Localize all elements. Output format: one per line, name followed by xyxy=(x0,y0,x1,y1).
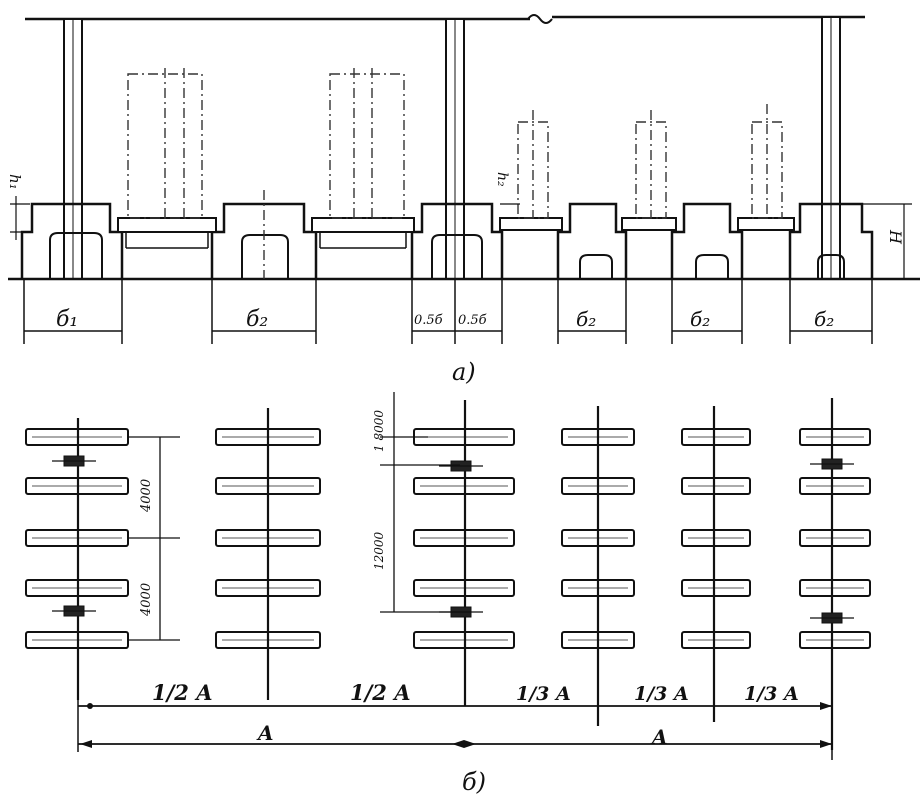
foundation-3-pit xyxy=(431,234,483,279)
foundation-6 xyxy=(788,202,874,279)
column-right xyxy=(821,16,841,280)
caption-a: а) xyxy=(452,358,476,386)
caption-b: б) xyxy=(462,768,486,796)
foundation-5 xyxy=(670,202,744,279)
slab-2 xyxy=(311,217,415,233)
plan-dims-left: 4000 4000 xyxy=(128,436,180,641)
half-width-label-right: 0.5б xyxy=(458,313,487,328)
plan-span-dims xyxy=(77,690,833,760)
width-label-5: б₂ xyxy=(814,307,834,331)
phantom-column-5 xyxy=(751,104,783,219)
foundation-4-pit xyxy=(579,254,613,279)
height-label-H: H xyxy=(886,229,905,245)
phantom-column-2 xyxy=(329,68,405,219)
spacing-label-4: 1/3 A xyxy=(634,683,689,705)
break-mark xyxy=(527,14,553,24)
slab-5 xyxy=(737,217,795,231)
foundation-2-pit xyxy=(241,234,289,279)
spacing-label-5: 1/3 A xyxy=(744,683,799,705)
width-label-2: б₂ xyxy=(246,307,268,332)
width-dims xyxy=(23,279,873,344)
dim-mid-lower: 12000 xyxy=(372,531,386,570)
dim-left-upper: 4000 xyxy=(139,479,154,513)
height-label-h2: h₂ xyxy=(494,172,510,187)
spacing-label-1: 1/2 A xyxy=(152,680,213,705)
phantom-column-3 xyxy=(517,110,549,219)
width-label-1: б₁ xyxy=(56,307,78,332)
foundation-6-pit xyxy=(817,254,845,279)
height-label-h1: h₁ xyxy=(6,174,24,190)
width-label-3: б₂ xyxy=(576,307,596,331)
slab-3 xyxy=(499,217,563,231)
phantom-column-4 xyxy=(635,110,667,219)
foundation-1-pit xyxy=(49,232,103,279)
slab-4 xyxy=(621,217,677,231)
span-label-1: A xyxy=(256,721,274,745)
foundation-4 xyxy=(556,202,628,279)
phantom-column-1 xyxy=(127,68,203,219)
slab-1 xyxy=(117,217,217,233)
span-label-2: A xyxy=(650,725,668,749)
dim-mid-upper: 1 8000 xyxy=(372,410,386,452)
half-width-label-left: 0.5б xyxy=(414,313,443,328)
column-middle xyxy=(445,18,465,280)
column-left xyxy=(63,18,83,280)
spacing-label-3: 1/3 A xyxy=(516,683,571,705)
spacing-label-2: 1/2 A xyxy=(350,680,411,705)
width-label-4: б₂ xyxy=(690,307,710,331)
plan-view xyxy=(25,398,871,750)
foundation-5-pit xyxy=(695,254,729,279)
elevation-view: h₁ h₂ H б₁ б xyxy=(6,14,920,386)
plan-dims-middle: 1 8000 12000 xyxy=(372,392,460,613)
dim-left-lower: 4000 xyxy=(139,583,154,617)
